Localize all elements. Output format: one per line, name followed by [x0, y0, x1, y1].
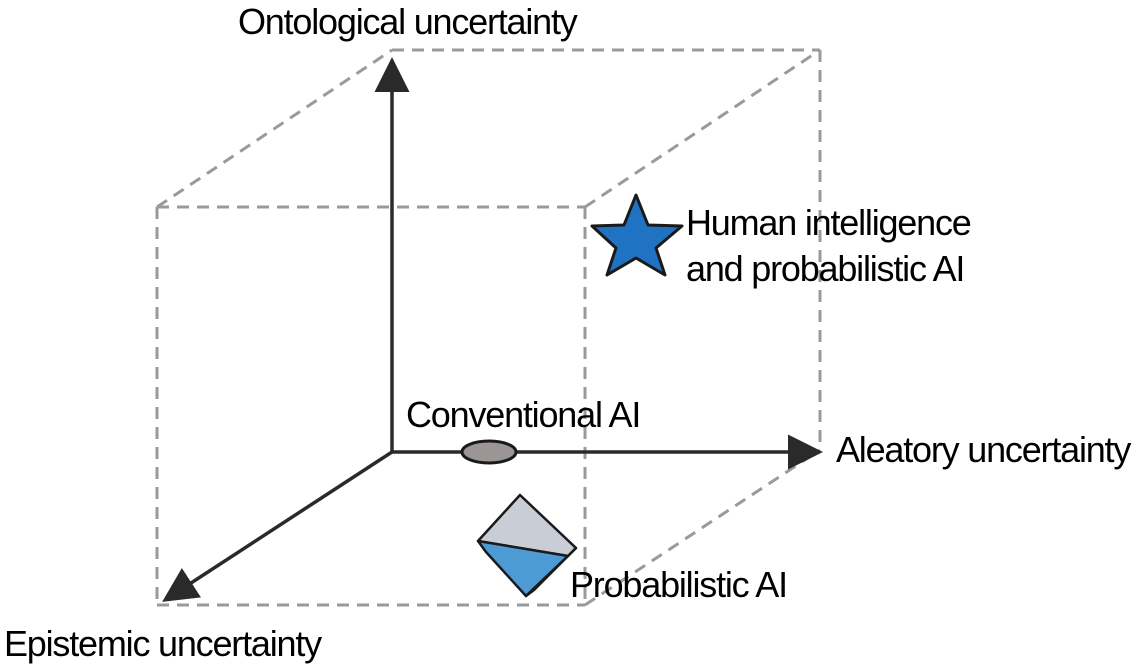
aleatory-axis-label: Aleatory uncertainty	[836, 429, 1131, 470]
epistemic-axis-label: Epistemic uncertainty	[4, 623, 322, 664]
top-right-depth-edge	[584, 48, 821, 209]
conventional-ai-label: Conventional AI	[406, 394, 641, 435]
human-intelligence-label-line1: Human intelligence	[686, 202, 972, 243]
top-left-depth-edge	[156, 48, 393, 209]
epistemic-axis	[162, 450, 393, 602]
human-intelligence-label: Human intelligence and probabilistic AI	[686, 200, 972, 292]
dashed-cube-frame	[155, 48, 822, 607]
axes	[162, 57, 823, 602]
probabilistic-ai-label: Probabilistic AI	[570, 564, 788, 605]
conventional-ai-ellipse-marker	[460, 439, 518, 465]
ontological-axis-label: Ontological uncertainty	[238, 1, 578, 42]
human-intelligence-star-marker	[590, 193, 684, 277]
cube-shadow-face	[524, 546, 578, 598]
bottom-right-depth-edge	[584, 448, 821, 607]
human-intelligence-label-line2: and probabilistic AI	[686, 248, 965, 289]
probabilistic-ai-cube-marker	[476, 493, 578, 598]
